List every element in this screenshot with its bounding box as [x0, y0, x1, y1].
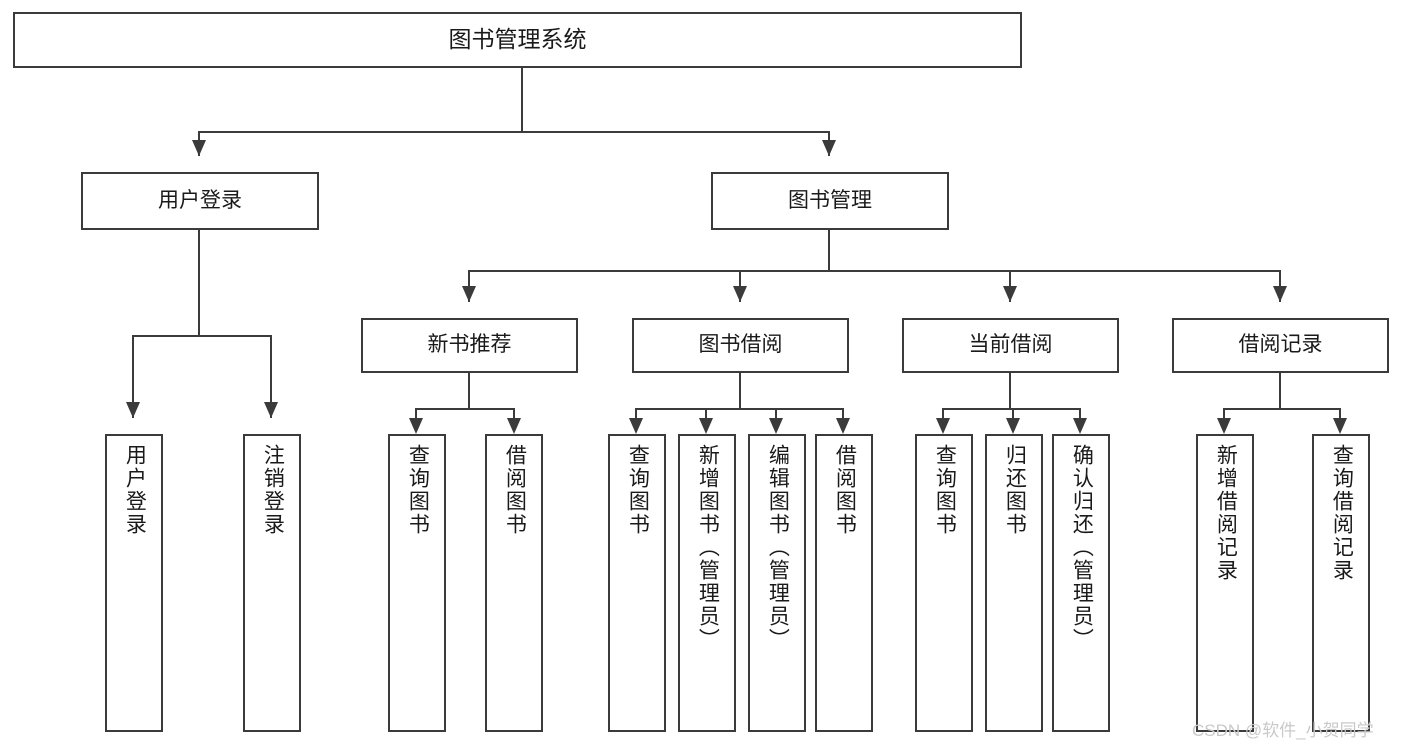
arrowhead-icon-7: [264, 402, 278, 418]
node-leaf-8[interactable]: 查询图书: [915, 434, 973, 732]
node-leaf-6[interactable]: 编辑图书（管理员）: [748, 434, 806, 732]
arrowhead-icon-18: [1333, 418, 1347, 434]
connector-vertical-15: [415, 408, 417, 418]
connector-horizontal-3: [416, 408, 515, 410]
connector-vertical-12: [739, 373, 741, 408]
connector-vertical-13: [1009, 373, 1011, 408]
node-subbranch-1-label: 图书借阅: [698, 333, 783, 357]
node-leaf-2[interactable]: 查询图书: [388, 434, 446, 732]
node-root-label: 图书管理系统: [448, 26, 587, 53]
node-subbranch-2-label: 当前借阅: [968, 333, 1053, 357]
arrowhead-icon-10: [629, 418, 643, 434]
connector-vertical-5: [132, 335, 134, 418]
arrowhead-icon-1: [822, 140, 836, 156]
node-leaf-0[interactable]: 用户登录: [105, 434, 163, 732]
arrowhead-icon-12: [769, 418, 783, 434]
connector-vertical-3: [198, 230, 200, 335]
node-leaf-10[interactable]: 确认归还（管理员）: [1052, 434, 1110, 732]
node-branch-1-label: 图书管理: [788, 188, 872, 212]
arrowhead-icon-15: [1006, 418, 1020, 434]
node-leaf-0-label: 用户登录: [123, 444, 147, 536]
arrowhead-icon-0: [192, 140, 206, 156]
node-leaf-7[interactable]: 借阅图书: [815, 434, 873, 732]
node-leaf-6-label: 编辑图书（管理员）: [766, 444, 790, 651]
arrowhead-icon-3: [733, 286, 747, 302]
arrowhead-icon-4: [1003, 286, 1017, 302]
connector-horizontal-6: [1224, 408, 1341, 410]
connector-vertical-19: [775, 408, 777, 418]
connector-vertical-23: [1079, 408, 1081, 418]
node-root[interactable]: 图书管理系统: [13, 12, 1022, 68]
connector-vertical-14: [1279, 373, 1281, 408]
node-subbranch-1[interactable]: 图书借阅: [632, 318, 849, 373]
arrowhead-icon-16: [1073, 418, 1087, 434]
node-leaf-1-label: 注销登录: [261, 444, 285, 536]
arrowhead-icon-8: [409, 418, 423, 434]
node-leaf-12[interactable]: 查询借阅记录: [1312, 434, 1370, 732]
connector-vertical-20: [842, 408, 844, 418]
node-leaf-7-label: 借阅图书: [833, 444, 857, 536]
node-leaf-4[interactable]: 查询图书: [608, 434, 666, 732]
node-branch-0-label: 用户登录: [158, 188, 242, 212]
connector-horizontal-2: [133, 335, 272, 337]
node-leaf-11[interactable]: 新增借阅记录: [1196, 434, 1254, 732]
connector-horizontal-4: [636, 408, 844, 410]
connector-horizontal-1: [469, 270, 1281, 272]
node-subbranch-0[interactable]: 新书推荐: [361, 318, 578, 373]
connector-vertical-22: [1012, 408, 1014, 418]
connector-vertical-21: [942, 408, 944, 418]
node-leaf-5[interactable]: 新增图书（管理员）: [678, 434, 736, 732]
node-leaf-9[interactable]: 归还图书: [985, 434, 1043, 732]
node-branch-1[interactable]: 图书管理: [711, 172, 949, 230]
arrowhead-icon-9: [507, 418, 521, 434]
node-subbranch-3-label: 借阅记录: [1238, 333, 1323, 357]
connector-horizontal-5: [943, 408, 1081, 410]
arrowhead-icon-11: [699, 418, 713, 434]
arrowhead-icon-6: [126, 402, 140, 418]
node-branch-0[interactable]: 用户登录: [81, 172, 319, 230]
node-leaf-9-label: 归还图书: [1003, 444, 1027, 536]
node-leaf-10-label: 确认归还（管理员）: [1070, 444, 1094, 651]
connector-vertical-11: [468, 373, 470, 408]
arrowhead-icon-13: [836, 418, 850, 434]
connector-vertical-17: [635, 408, 637, 418]
node-leaf-3[interactable]: 借阅图书: [485, 434, 543, 732]
node-subbranch-3[interactable]: 借阅记录: [1172, 318, 1389, 373]
node-leaf-12-label: 查询借阅记录: [1330, 444, 1354, 582]
node-leaf-5-label: 新增图书（管理员）: [696, 444, 720, 651]
node-subbranch-2[interactable]: 当前借阅: [902, 318, 1119, 373]
connector-vertical-25: [1339, 408, 1341, 418]
connector-vertical-18: [705, 408, 707, 418]
node-leaf-8-label: 查询图书: [933, 444, 957, 536]
node-leaf-2-label: 查询图书: [406, 444, 430, 536]
connector-horizontal-0: [199, 131, 830, 133]
node-leaf-1[interactable]: 注销登录: [243, 434, 301, 732]
node-leaf-4-label: 查询图书: [626, 444, 650, 536]
connector-vertical-16: [513, 408, 515, 418]
arrowhead-icon-17: [1217, 418, 1231, 434]
arrowhead-icon-2: [462, 286, 476, 302]
connector-vertical-24: [1223, 408, 1225, 418]
arrowhead-icon-5: [1273, 286, 1287, 302]
node-subbranch-0-label: 新书推荐: [427, 333, 512, 357]
connector-vertical-4: [828, 230, 830, 270]
connector-vertical-0: [521, 68, 523, 131]
arrowhead-icon-14: [936, 418, 950, 434]
connector-vertical-6: [270, 335, 272, 418]
node-leaf-3-label: 借阅图书: [503, 444, 527, 536]
node-leaf-11-label: 新增借阅记录: [1214, 444, 1238, 582]
